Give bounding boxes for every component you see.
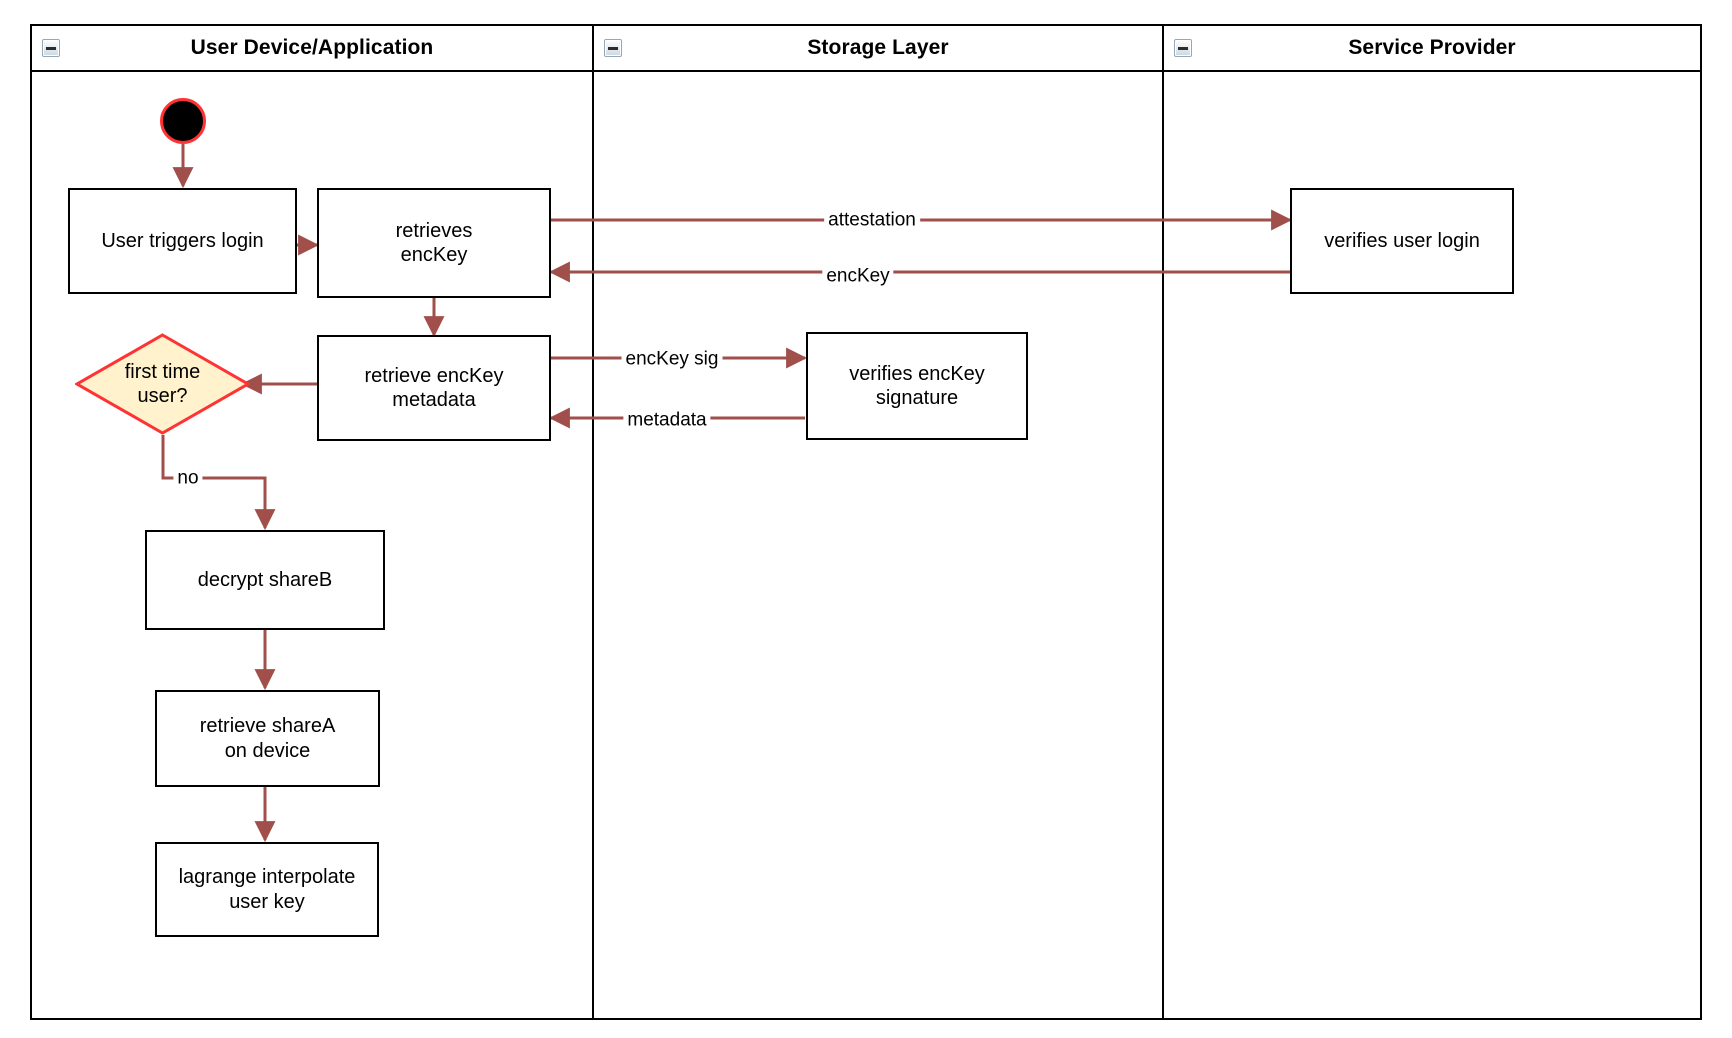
collapse-minus-icon[interactable]: [42, 39, 60, 57]
node-verifies-user-login[interactable]: verifies user login: [1290, 188, 1514, 294]
edge-label-enckey-sig: encKey sig: [621, 349, 723, 369]
node-decrypt-shareb[interactable]: decrypt shareB: [145, 530, 385, 630]
node-first-time-user[interactable]: first time user?: [75, 333, 250, 435]
edge-label-enckey: encKey: [822, 266, 894, 286]
start-node[interactable]: [160, 98, 206, 144]
collapse-minus-icon[interactable]: [604, 39, 622, 57]
swimlane-header-user-device[interactable]: User Device/Application: [32, 26, 592, 72]
edge-label-attestation: attestation: [824, 210, 920, 230]
edge-label-metadata: metadata: [623, 410, 711, 430]
node-retrieves-enckey[interactable]: retrieves encKey: [317, 188, 551, 298]
node-user-triggers-login[interactable]: User triggers login: [68, 188, 297, 294]
swimlane-title-service-provider: Service Provider: [1348, 36, 1516, 59]
edge-label-no: no: [173, 468, 203, 488]
node-label-first-time-user: first time user?: [124, 361, 201, 407]
swimlane-user-device[interactable]: User Device/Application: [32, 26, 592, 1018]
node-lagrange-interpolate-user-key[interactable]: lagrange interpolate user key: [155, 842, 379, 937]
swimlane-title-user-device: User Device/Application: [190, 36, 434, 59]
swimlane-header-storage-layer[interactable]: Storage Layer: [594, 26, 1162, 72]
collapse-minus-icon[interactable]: [1174, 39, 1192, 57]
node-verifies-enckey-signature[interactable]: verifies encKey signature: [806, 332, 1028, 440]
swimlane-title-storage-layer: Storage Layer: [807, 36, 949, 59]
swimlane-service-provider[interactable]: Service Provider: [1162, 26, 1700, 1018]
swimlane-storage-layer[interactable]: Storage Layer: [592, 26, 1162, 1018]
node-retrieve-enckey-metadata[interactable]: retrieve encKey metadata: [317, 335, 551, 441]
node-retrieve-sharea-on-device[interactable]: retrieve shareA on device: [155, 690, 380, 787]
swimlane-header-service-provider[interactable]: Service Provider: [1164, 26, 1700, 72]
